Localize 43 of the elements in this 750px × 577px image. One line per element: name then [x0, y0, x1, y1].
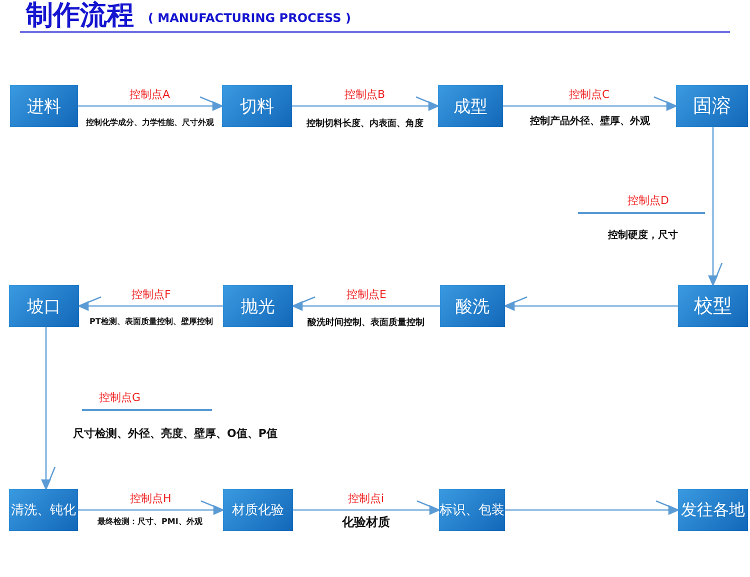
description-text: 化验材质 [342, 514, 390, 531]
edge-label: 控制点D [626, 193, 671, 208]
process-box: 抛光 [223, 285, 293, 327]
description-text: 控制硬度，尺寸 [608, 228, 678, 242]
description-text: 控制产品外径、壁厚、外观 [530, 114, 650, 128]
edge-label: 控制点G [97, 390, 143, 405]
arrow [708, 127, 723, 286]
edge-label: 控制点F [130, 287, 173, 302]
description-text: 酸洗时间控制、表面质量控制 [308, 316, 424, 329]
arrow [78, 500, 224, 515]
arrow [292, 296, 440, 311]
process-box: 校型 [678, 285, 748, 327]
title: 制作流程 [26, 0, 134, 33]
arrow [78, 96, 223, 111]
arrow [505, 500, 679, 515]
process-box: 成型 [438, 85, 503, 127]
process-box: 切料 [222, 85, 292, 127]
arrow [292, 96, 439, 111]
process-box: 坡口 [9, 285, 79, 327]
subtitle: ( MANUFACTURING PROCESS ) [148, 11, 351, 25]
description-text: 最终检测：尺寸、PMI、外观 [98, 516, 202, 527]
edge-label: 控制点C [567, 87, 612, 102]
edge-label: 控制点H [128, 491, 174, 506]
description-text: 控制化学成分、力学性能、尺寸外观 [86, 117, 214, 128]
process-box: 进料 [10, 85, 78, 127]
edge-label: 控制点B [342, 87, 388, 102]
edge-label: 控制点i [346, 491, 386, 506]
description-text: PT检测、表面质量控制、壁厚控制 [90, 316, 213, 327]
process-box: 酸洗 [440, 285, 505, 327]
process-box: 材质化验 [223, 489, 293, 531]
arrow [504, 296, 678, 311]
process-box: 发往各地 [678, 489, 748, 531]
process-box: 标识、包装 [439, 489, 505, 531]
edge-label: 控制点A [128, 87, 172, 102]
arrow [293, 500, 440, 515]
arrow [503, 96, 677, 111]
description-text: 尺寸检测、外径、亮度、壁厚、O值、P值 [73, 426, 278, 441]
arrow [78, 296, 223, 311]
arrow [41, 327, 56, 490]
description-text: 控制切料长度、内表面、角度 [306, 117, 424, 130]
process-box: 清洗、钝化 [9, 489, 78, 531]
process-box: 固溶 [676, 85, 748, 127]
edge-label: 控制点E [344, 287, 388, 302]
